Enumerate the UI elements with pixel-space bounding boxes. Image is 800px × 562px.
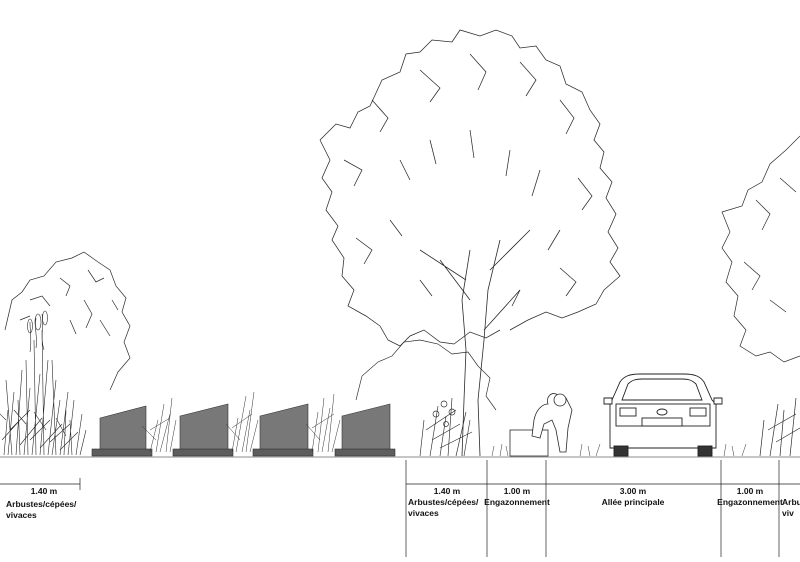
zone-5-width: 1.00 m bbox=[737, 486, 764, 496]
large-tree-canopy bbox=[319, 29, 621, 347]
right-tree-canopy bbox=[721, 135, 800, 457]
under-tree-shrub bbox=[355, 339, 497, 457]
zone-4-width: 3.00 m bbox=[620, 486, 647, 496]
zone-1-label-line-1: Arbustes/cépées/ bbox=[6, 499, 77, 509]
car-windshield bbox=[621, 378, 703, 401]
zone-3-width: 1.00 m bbox=[504, 486, 531, 496]
dimension-system bbox=[0, 460, 800, 557]
zone-1-width: 1.40 m bbox=[31, 486, 58, 496]
left-grass-clumps bbox=[0, 310, 87, 456]
zone-6-label-line-2: viv bbox=[782, 508, 794, 518]
grass-tufts bbox=[491, 443, 747, 457]
zone-5-label: Engazonnement bbox=[717, 497, 783, 507]
seated-person bbox=[531, 393, 573, 453]
stone-block-2 bbox=[179, 403, 229, 451]
zone-2-label-line-1: Arbustes/cépées/ bbox=[408, 497, 479, 507]
zone-2-label-line-2: vivaces bbox=[408, 508, 439, 518]
zone-1-label-line-2: vivaces bbox=[6, 510, 37, 520]
large-tree-trunk bbox=[419, 229, 531, 457]
left-shrub-cluster bbox=[4, 251, 131, 391]
car-front-view bbox=[603, 373, 723, 457]
stone-blocks bbox=[91, 403, 396, 457]
zone-2-width: 1.40 m bbox=[434, 486, 461, 496]
stone-block-1 bbox=[99, 405, 147, 451]
block-grass bbox=[141, 391, 341, 453]
zone-3-label: Engazonnement bbox=[484, 497, 550, 507]
zone-4-label: Allée principale bbox=[602, 497, 665, 507]
bench bbox=[509, 429, 549, 457]
zone-6-label-line-1: Arbu bbox=[782, 497, 800, 507]
stone-block-3 bbox=[259, 403, 309, 451]
dimension-labels: 1.40 m Arbustes/cépées/ vivaces 1.40 m A… bbox=[6, 486, 800, 520]
stone-block-4 bbox=[341, 403, 391, 451]
bench-with-person bbox=[509, 393, 573, 457]
